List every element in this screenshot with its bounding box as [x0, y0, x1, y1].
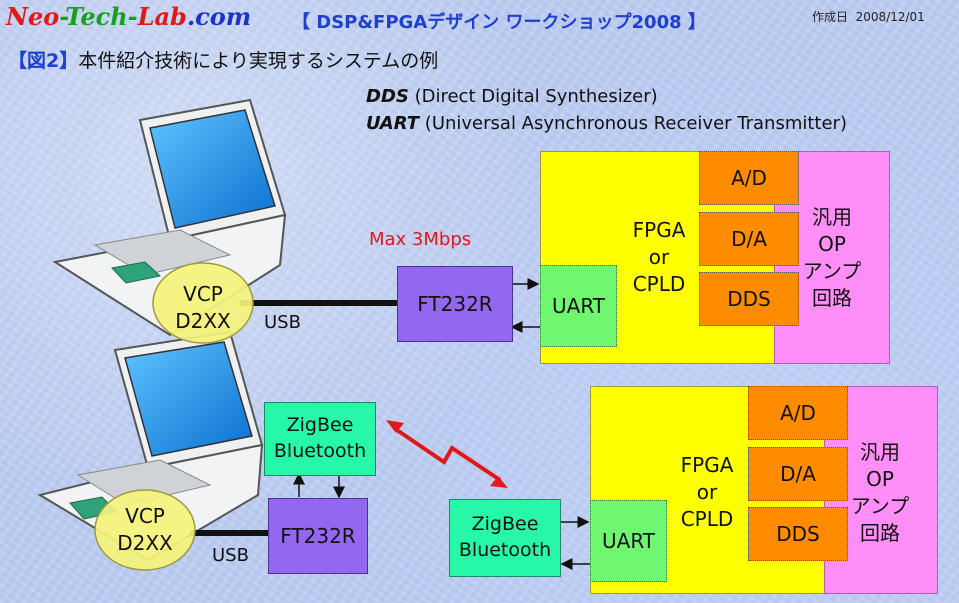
zigbee-bluetooth-rx: ZigBee Bluetooth	[449, 499, 561, 577]
ad-converter-top: A/D	[699, 151, 799, 205]
figure-caption: 【図2】本件紹介技術により実現するシステムの例	[8, 50, 439, 72]
ft232r-block-top: FT232R	[397, 266, 513, 342]
workshop-title: 【 DSP&FPGAデザイン ワークショップ2008 】	[292, 12, 706, 33]
vcp-d2xx-label-top: VCP D2XX	[175, 282, 231, 333]
creation-date: 作成日 2008/12/01	[812, 10, 925, 24]
definition-dds: DDS (Direct Digital Synthesizer)	[366, 86, 658, 107]
da-converter-bottom: D/A	[748, 447, 848, 501]
usb-label-bottom: USB	[212, 545, 249, 566]
vcp-d2xx-label-bottom: VCP D2XX	[117, 504, 173, 555]
max-data-rate-label: Max 3Mbps	[369, 229, 472, 250]
definition-uart: UART (Universal Asynchronous Receiver Tr…	[366, 113, 847, 134]
dds-block-bottom: DDS	[748, 507, 848, 561]
opamp-label-bottom: 汎用 OP アンプ 回路	[850, 440, 910, 545]
opamp-label-top: 汎用 OP アンプ 回路	[802, 205, 862, 310]
uart-block-bottom: UART	[590, 500, 667, 582]
fpga-label-top: FPGA or CPLD	[632, 218, 686, 296]
ft232r-block-bottom: FT232R	[268, 498, 368, 574]
da-converter-top: D/A	[699, 212, 799, 266]
dds-block-top: DDS	[699, 272, 799, 326]
fpga-label-bottom: FPGA or CPLD	[680, 453, 734, 531]
zigbee-bluetooth-tx: ZigBee Bluetooth	[264, 402, 376, 476]
ad-converter-bottom: A/D	[748, 386, 848, 440]
uart-block-top: UART	[540, 265, 617, 347]
wireless-link-icon	[386, 420, 508, 488]
site-logo: Neo-Tech-Lab.com	[6, 2, 252, 31]
usb-label-top: USB	[264, 312, 301, 333]
